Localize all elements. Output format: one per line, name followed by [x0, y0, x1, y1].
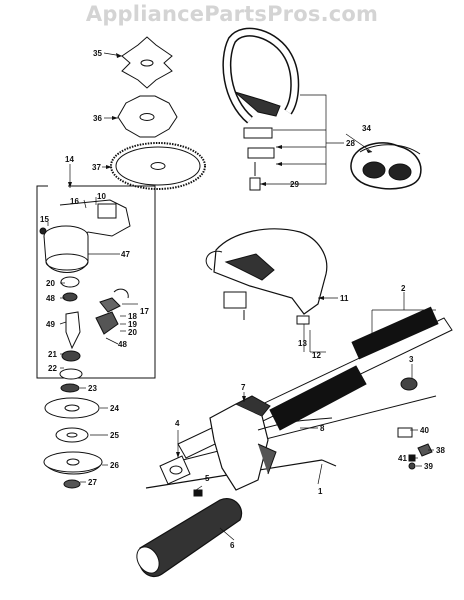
callout-16: 16 [70, 197, 79, 206]
callout-23: 23 [88, 384, 97, 393]
gearbox-47 [39, 199, 131, 273]
callout-36: 36 [93, 114, 102, 123]
callout-19: 19 [128, 320, 137, 329]
callout-22: 22 [48, 364, 57, 373]
callout-20-lower: 20 [128, 328, 137, 337]
callout-38: 38 [436, 446, 445, 455]
rear-grip-6 [136, 498, 243, 578]
callout-48-upper: 48 [46, 294, 55, 303]
callout-15: 15 [40, 215, 49, 224]
callout-5: 5 [205, 474, 210, 483]
callout-35: 35 [93, 49, 102, 58]
callout-48-lower: 48 [118, 340, 127, 349]
handle-bracket-4 [159, 455, 203, 497]
blade-36 [117, 95, 178, 138]
callout-26: 26 [110, 461, 119, 470]
cutting-attachment-stack [43, 383, 103, 489]
leader-lines [47, 52, 436, 541]
gearbox-kit-box-14 [36, 185, 156, 379]
saw-blade-37 [110, 142, 206, 190]
callout-34: 34 [362, 124, 371, 133]
callout-39: 39 [424, 462, 433, 471]
leader-arrowheads [68, 53, 372, 458]
callout-21: 21 [48, 350, 57, 359]
callout-8: 8 [320, 424, 325, 433]
callout-10: 10 [97, 192, 106, 201]
callout-20-upper: 20 [46, 279, 55, 288]
callout-47: 47 [121, 250, 130, 259]
callout-7: 7 [241, 383, 246, 392]
site-watermark: AppliancePartsPros.com [85, 2, 379, 26]
callout-14: 14 [65, 155, 74, 164]
callout-18: 18 [128, 312, 137, 321]
guard-shield-11 [205, 228, 328, 325]
callout-25: 25 [110, 431, 119, 440]
safety-goggles-34 [350, 142, 422, 190]
blade-35 [121, 36, 173, 89]
callout-29: 29 [290, 180, 299, 189]
callout-28: 28 [346, 139, 355, 148]
callout-49: 49 [46, 320, 55, 329]
gear-parts-cluster [59, 276, 129, 380]
callout-1: 1 [318, 487, 323, 496]
callout-6: 6 [230, 541, 235, 550]
callout-11: 11 [340, 294, 349, 303]
callout-4: 4 [175, 419, 180, 428]
handle-assembly-28 [222, 27, 300, 191]
callout-13: 13 [298, 339, 307, 348]
callout-12: 12 [312, 351, 321, 360]
callout-labels: 35 36 37 14 16 10 15 47 20 48 17 18 19 2… [40, 49, 445, 550]
callout-24: 24 [110, 404, 119, 413]
callout-40: 40 [420, 426, 429, 435]
switch-parts [397, 427, 433, 470]
clamp-3 [400, 377, 418, 391]
callout-41: 41 [398, 454, 407, 463]
callout-3: 3 [409, 355, 414, 364]
callout-2: 2 [401, 284, 406, 293]
throttle-housing-7 [209, 395, 333, 491]
callout-37: 37 [92, 163, 101, 172]
callout-27: 27 [88, 478, 97, 487]
callout-17: 17 [140, 307, 149, 316]
